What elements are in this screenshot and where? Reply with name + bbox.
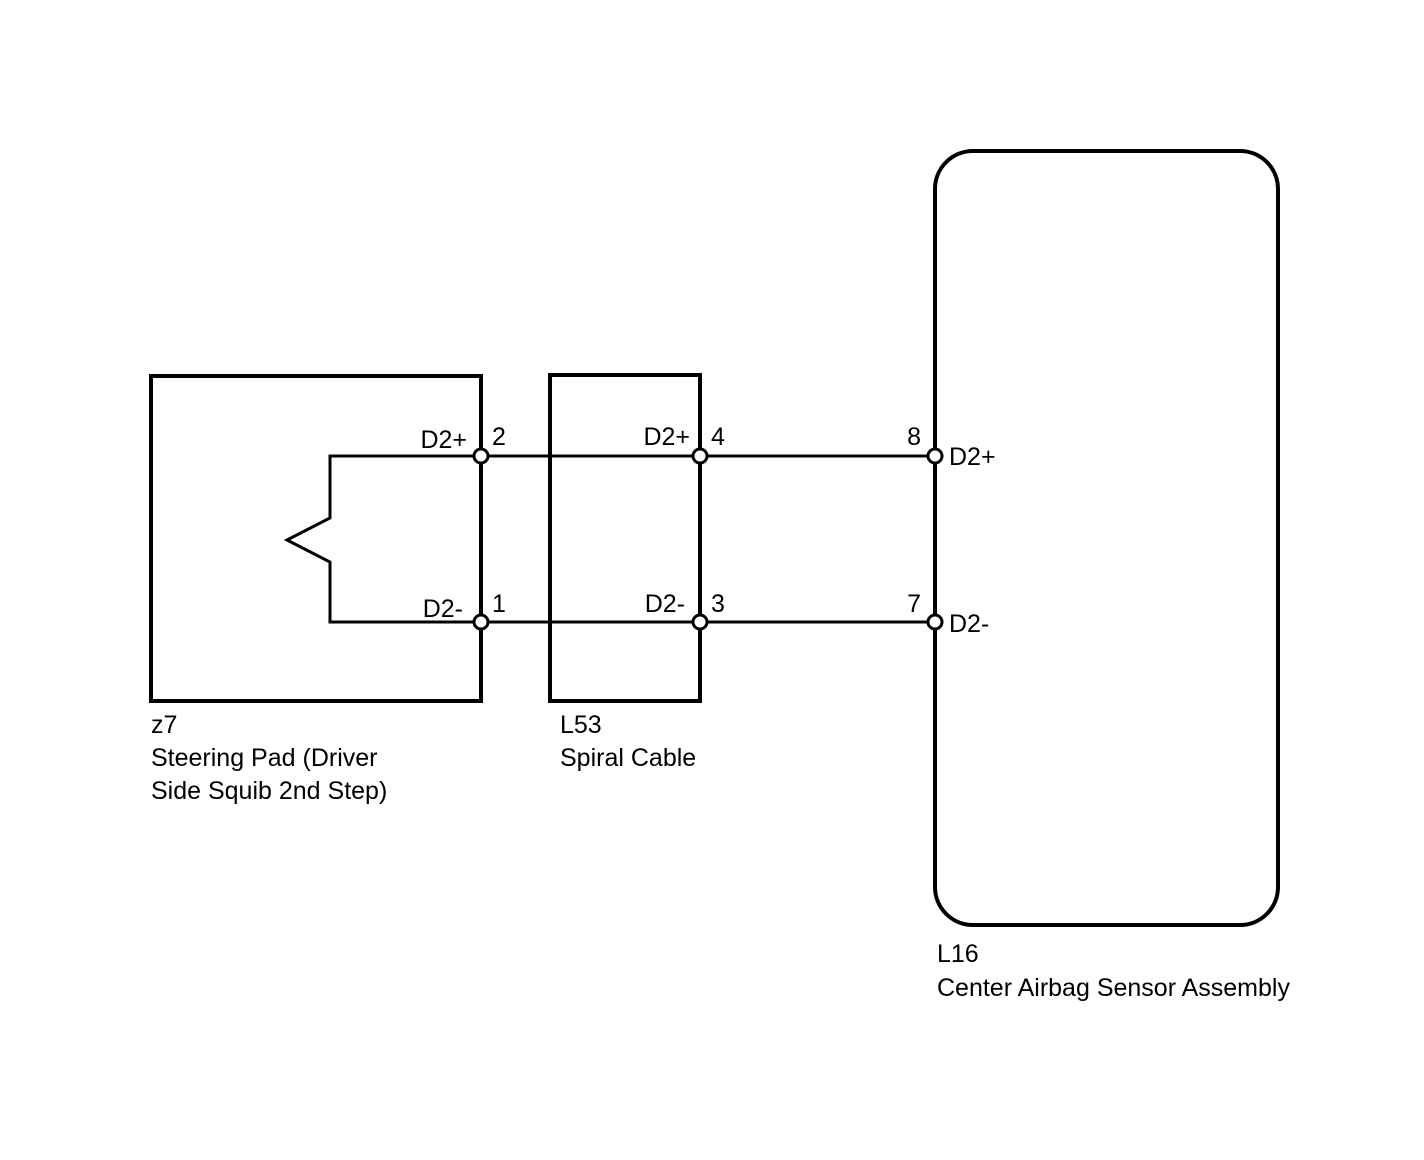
steering-pad-code: z7: [151, 711, 177, 739]
terminal-pad-d2-plus: [472, 447, 490, 465]
spiral-cable-name: Spiral Cable: [560, 744, 696, 772]
terminal-spiral-d2-minus: [691, 613, 709, 631]
spiral-d2-plus-pin-number: 4: [711, 423, 725, 451]
spiral-d2-plus-signal-label: D2+: [643, 423, 690, 451]
steering-pad-box: [149, 374, 483, 703]
airbag-sensor-box: [933, 149, 1280, 927]
sensor-d2-plus-signal-label: D2+: [949, 443, 996, 471]
airbag-sensor-code: L16: [937, 940, 979, 968]
terminal-spiral-d2-plus: [691, 447, 709, 465]
airbag-sensor-name: Center Airbag Sensor Assembly: [937, 974, 1290, 1002]
pad-d2-plus-signal-label: D2+: [420, 426, 467, 454]
pad-d2-minus-signal-label: D2-: [423, 595, 463, 623]
pad-d2-minus-pin-number: 1: [492, 590, 506, 618]
sensor-d2-minus-pin-number: 7: [907, 590, 921, 618]
terminal-pad-d2-minus: [472, 613, 490, 631]
spiral-cable-box: [548, 373, 702, 703]
spiral-d2-minus-signal-label: D2-: [645, 590, 685, 618]
steering-pad-name-line1: Steering Pad (Driver: [151, 744, 377, 772]
steering-pad-name-line2: Side Squib 2nd Step): [151, 777, 387, 805]
terminal-sensor-d2-minus: [926, 613, 944, 631]
sensor-d2-minus-signal-label: D2-: [949, 610, 989, 638]
pad-d2-plus-pin-number: 2: [492, 423, 506, 451]
sensor-d2-plus-pin-number: 8: [907, 423, 921, 451]
squib-element: [283, 454, 481, 624]
spiral-d2-minus-pin-number: 3: [711, 590, 725, 618]
terminal-sensor-d2-plus: [926, 447, 944, 465]
spiral-cable-code: L53: [560, 711, 602, 739]
